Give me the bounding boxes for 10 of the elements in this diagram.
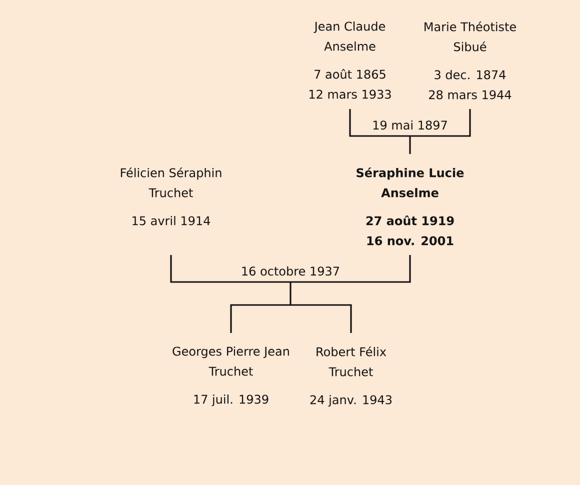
person-entry: Marie Théotiste Sibué 3 dec. 1874 28 mars 1944	[424, 22, 516, 100]
person-entry: Félicien Séraphin Truchet 15 avril 1914	[120, 168, 222, 226]
connector	[349, 108, 471, 155]
person-entry: Séraphine Lucie Anselme 27 août 1919 16 nov. 2001	[356, 168, 464, 246]
person-entry: Robert Félix Truchet 24 janv. 1943	[310, 346, 392, 407]
connector	[170, 254, 411, 334]
person-entry: Georges Pierre Jean Truchet 17 juil. 1939	[172, 346, 289, 406]
edge-label: 16 octobre 1937	[240, 265, 342, 277]
edge-label: 19 mai 1897	[371, 119, 449, 131]
person-entry: Jean Claude Anselme 7 août 1865 12 mars 1933	[310, 22, 391, 99]
